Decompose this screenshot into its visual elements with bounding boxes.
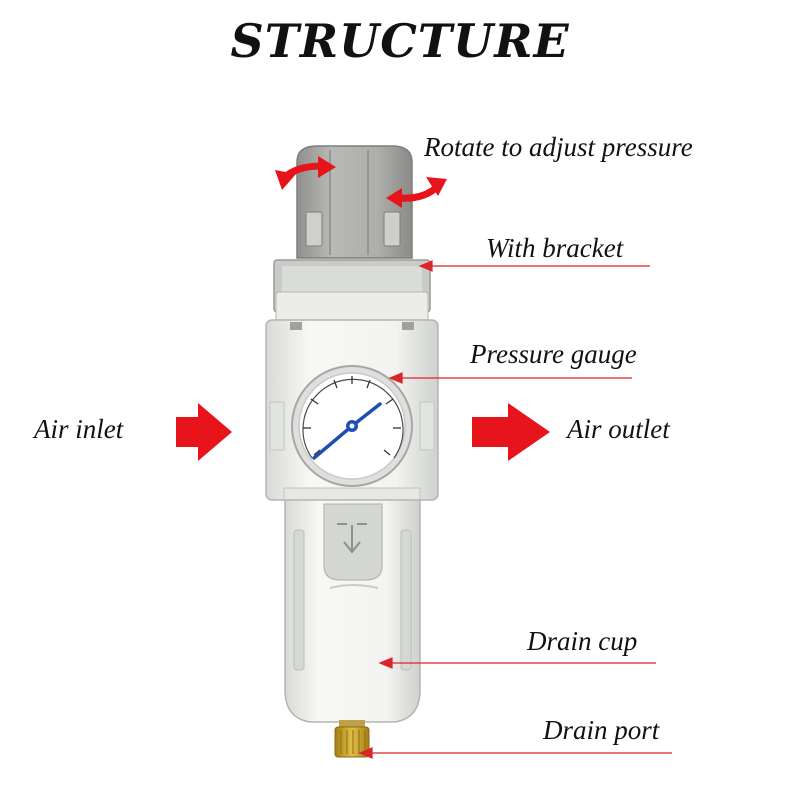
port-label: Drain port: [543, 715, 660, 745]
gauge-label: Pressure gauge: [470, 339, 637, 369]
inlet-label: Air inlet: [34, 414, 124, 444]
air-inlet-arrow-icon: [176, 403, 232, 461]
rotate-label: Rotate to adjust pressure: [424, 132, 693, 162]
outlet-label: Air outlet: [567, 414, 670, 444]
cup-label: Drain cup: [527, 626, 638, 656]
drain-port: [334, 720, 370, 758]
pressure-gauge: [291, 365, 413, 487]
cup-leader-line: [378, 657, 656, 669]
rotate-right-arrow-icon: [386, 177, 447, 208]
gauge-leader-line: [388, 372, 632, 384]
rotate-left-arrow-icon: [275, 156, 336, 190]
bracket-label: With bracket: [486, 233, 624, 263]
drain-cup: [284, 499, 421, 723]
port-leader-line: [358, 747, 672, 759]
adjustment-knob: [296, 145, 413, 259]
diagram-title: STRUCTURE: [230, 14, 570, 68]
air-outlet-arrow-icon: [472, 403, 550, 461]
bracket-leader-line: [418, 260, 650, 272]
